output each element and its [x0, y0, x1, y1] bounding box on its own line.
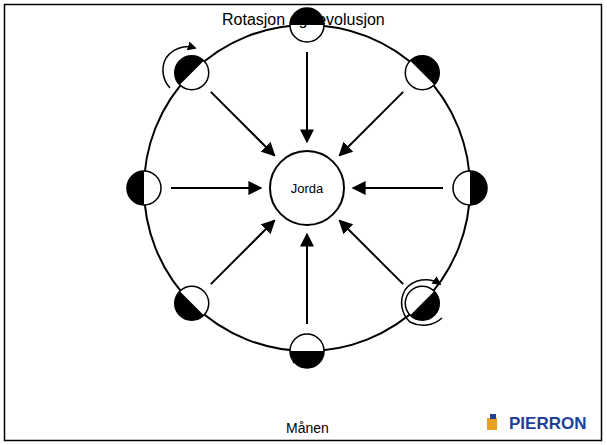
earth-circle: Jorda	[269, 150, 345, 226]
moon	[453, 171, 487, 205]
gravity-arrow	[306, 52, 308, 142]
gravity-arrow	[211, 92, 275, 156]
moon	[168, 49, 216, 97]
gravity-arrows	[171, 52, 443, 324]
rotation-arrow	[293, 354, 318, 363]
gravity-arrow	[211, 221, 275, 285]
gravity-arrow	[171, 187, 261, 189]
moon	[398, 279, 446, 327]
moon-phases	[127, 8, 487, 368]
diagram-title: Rotasjon og revolusjon	[222, 11, 385, 29]
gravity-arrow	[340, 221, 404, 285]
rotation-arrow	[402, 280, 442, 326]
gravity-arrow	[340, 92, 404, 156]
moon	[127, 171, 161, 205]
logo-icon	[487, 414, 497, 430]
frame	[5, 5, 602, 441]
gravity-arrow	[306, 234, 308, 324]
moon	[398, 49, 446, 97]
logo-watermark: PIERRON	[509, 414, 586, 434]
rotation-arrow	[163, 47, 195, 88]
moon	[168, 279, 216, 327]
orbit-circle	[144, 25, 470, 351]
moon-label: Månen	[286, 420, 329, 436]
moon	[290, 334, 324, 368]
node-label: Jorda	[291, 181, 324, 196]
gravity-arrow	[353, 187, 443, 189]
